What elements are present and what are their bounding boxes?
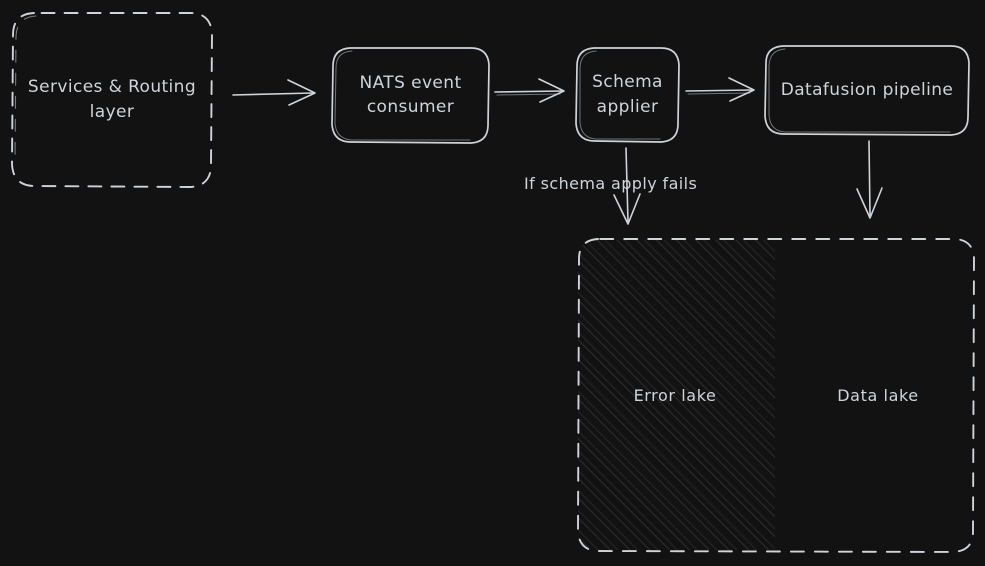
node-nats-event-consumer-outline[interactable] [331, 47, 490, 144]
edge-nats-to-schema-arrow[interactable] [494, 78, 565, 103]
error-lake-hachure-fill [578, 240, 775, 550]
region-label-data-lake: Data lake [837, 386, 919, 405]
region-label-error-lake: Error lake [633, 386, 717, 405]
node-services-routing-layer-outline[interactable] [11, 12, 213, 188]
edge-schema-to-datafusion-arrow[interactable] [685, 77, 755, 102]
lake-container-outline[interactable] [577, 238, 975, 553]
edge-datafusion-to-data-lake-arrow[interactable] [856, 140, 883, 219]
edge-services-to-nats-arrow[interactable] [232, 79, 316, 106]
node-schema-applier-outline[interactable] [575, 47, 680, 143]
edge-label-if-schema-apply-fails: If schema apply fails [524, 174, 698, 193]
node-datafusion-pipeline-outline[interactable] [764, 45, 970, 136]
edge-schema-to-error-lake-arrow[interactable] [613, 147, 641, 225]
